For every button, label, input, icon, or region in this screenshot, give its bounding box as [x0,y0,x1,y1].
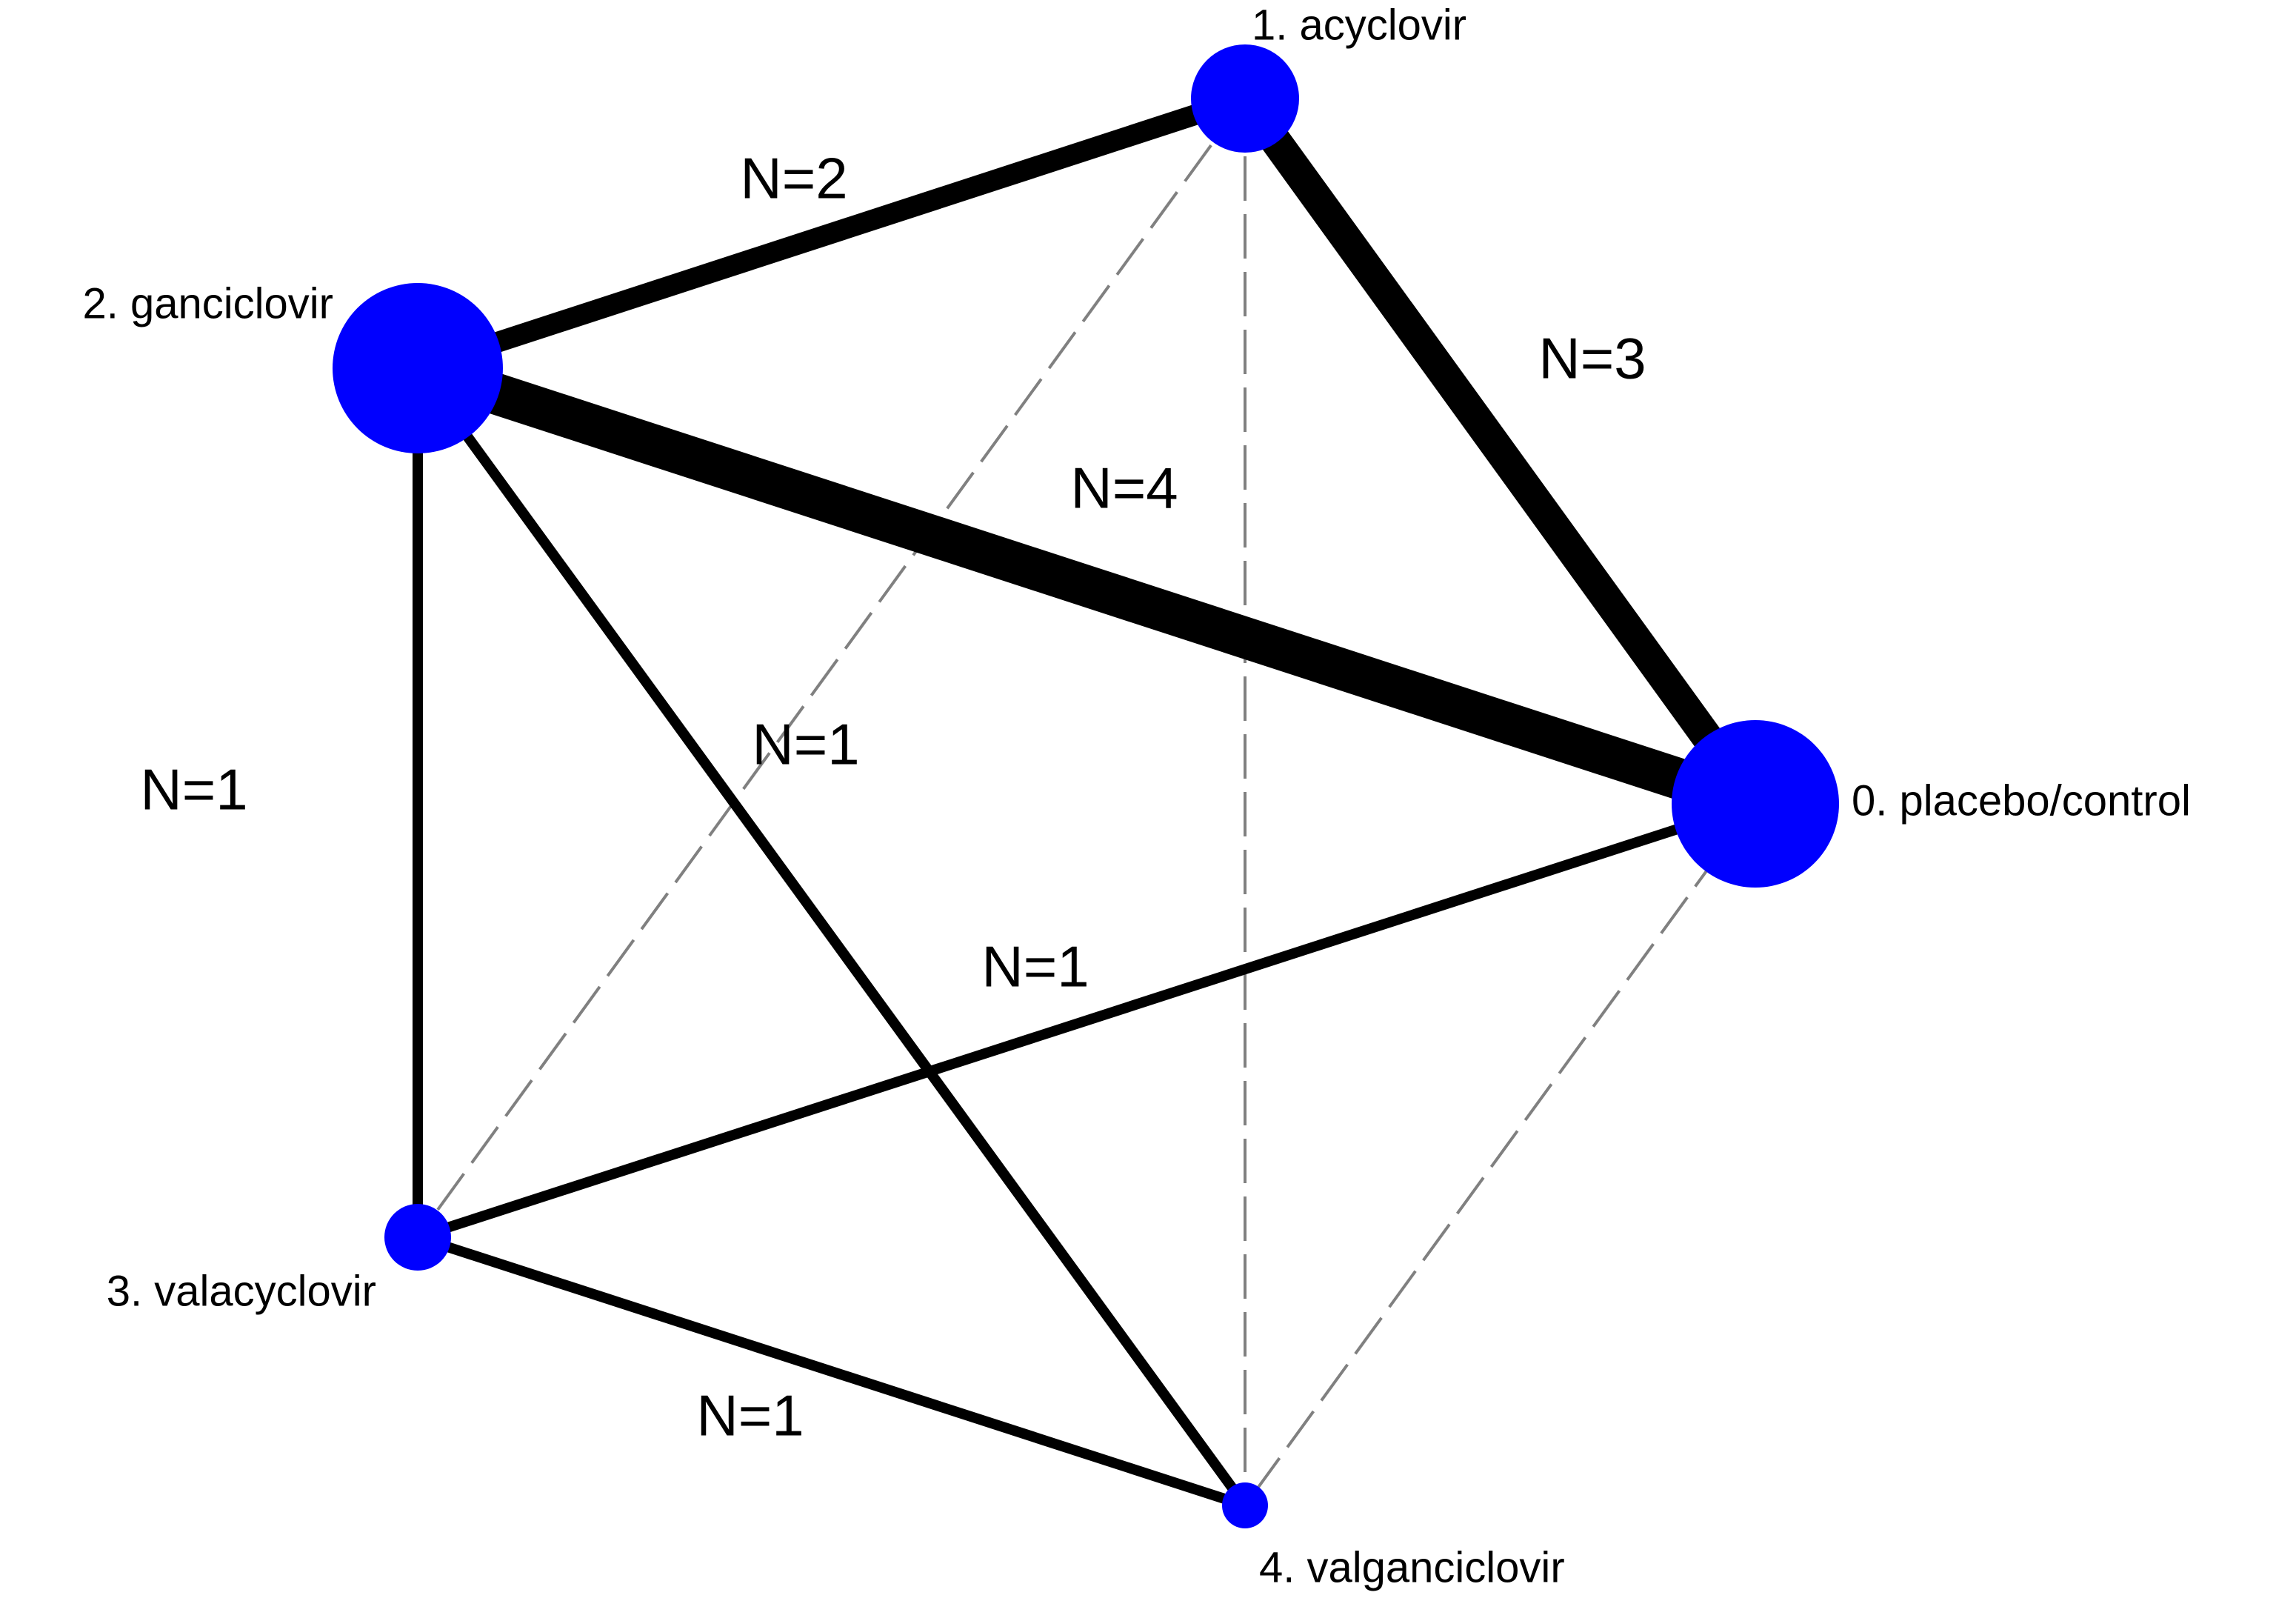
direct-edge-n3-n0 [416,799,1758,1242]
treatment-node-n4 [1222,1482,1268,1528]
treatment-node-n2 [333,283,503,453]
direct-edge-n3-n4 [416,1232,1247,1511]
direct-edge-n1-n0 [1232,89,1769,813]
node-label-n2: 2. ganciclovir [83,279,333,327]
node-label-n3: 3. valacyclovir [107,1267,376,1315]
edge-label-layer: N=2N=3N=4N=1N=1N=1N=1 [140,146,1646,1448]
edge-label-n3-n0: N=1 [981,934,1089,999]
direct-edge-n1-n2 [414,88,1249,379]
node-label-n0: 0. placebo/control [1852,776,2191,825]
direct-edge-n2-n4 [413,365,1249,1509]
treatment-node-n3 [384,1204,451,1271]
edge-label-n2-n0: N=4 [1070,456,1178,521]
indirect-edge-n0-n4 [1244,802,1757,1507]
node-label-layer: 0. placebo/control 1. acyclovir 2. gancicl… [83,1,2191,1591]
edge-label-n3-n4: N=1 [696,1383,804,1448]
direct-comparison-layer [411,88,1769,1511]
treatment-node-n0 [1672,720,1839,888]
indirect-comparison-layer [416,97,1757,1507]
edge-label-n1-n2: N=2 [740,146,847,211]
direct-edge-n2-n0 [411,348,1762,824]
treatment-node-n1 [1191,44,1299,153]
edge-label-n2-n3: N=1 [140,757,247,822]
edge-label-n2-n4: N=1 [752,712,859,777]
node-label-n4: 4. valganciclovir [1259,1543,1565,1591]
node-label-n1: 1. acyclovir [1252,1,1466,49]
treatment-node-layer [333,44,1839,1528]
indirect-edge-n1-n3 [416,97,1247,1239]
edge-label-n1-n0: N=3 [1538,326,1646,391]
